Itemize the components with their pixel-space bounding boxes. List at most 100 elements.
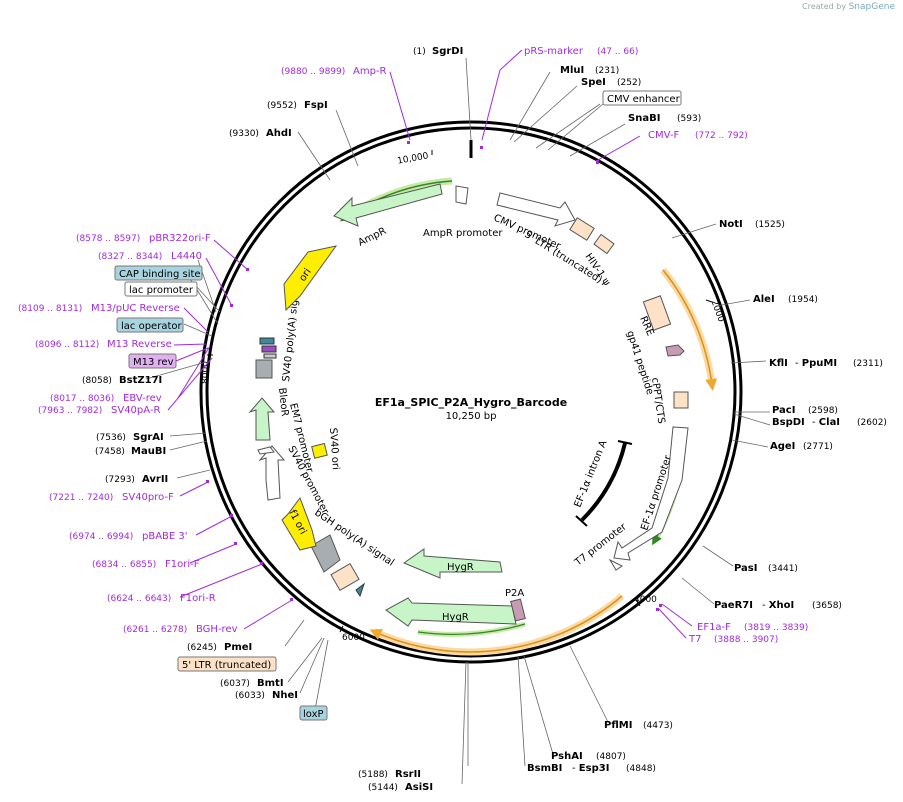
site-name-paci: PacI [772,405,795,416]
primer-pos-t7: (3888 .. 3907) [714,635,778,645]
primer-pos-amp-r: (9880 .. 9899) [281,67,345,77]
site-pos-snabi: (593) [677,114,701,124]
ltr5-box [569,217,595,241]
primer-pos-ef1a-f: (3819 .. 3839) [744,623,808,633]
primer-pos-l4440: (8327 .. 8344) [98,252,162,262]
snapgene-logo: SnapGene [848,2,895,12]
site-name-xhoi: - XhoI [762,600,794,611]
site-name-fspi: FspI [304,100,328,111]
primer-name-pbr322ori-f: pBR322ori-F [149,233,211,244]
primer-pos-m13puc: (8109 .. 8131) [18,304,82,314]
ori-arrow [283,245,338,312]
site-pos-paci: (2598) [808,406,838,416]
primer-pos-prs-marker: (47 .. 66) [597,47,638,57]
boxed-labels: CMV enhancer CAP binding site lac promot… [114,90,682,721]
snapgene-credit: Created by SnapGene [802,2,895,12]
bleor-arrow [248,397,276,441]
site-name-ppumi: - PpuMI [795,358,837,369]
primers: pRS-marker (47 .. 66) (9880 .. 9899) Amp… [18,46,808,645]
box-ltr-trunc: 5' LTR (truncated) [182,660,271,671]
primer-name-ebv-rev: EBV-rev [123,393,162,404]
orf-arc-right [660,267,716,386]
site-name-bsmbi: BsmBI [527,763,562,774]
primer-name-cmv-f: CMV-F [648,130,679,141]
primer-name-l4440: L4440 [171,251,202,262]
sv40-polya-box [255,359,273,379]
site-name-maubi: MauBI [131,446,166,457]
primer-name-t7: T7 [688,634,701,645]
site-name-asisi: AsiSI [405,782,433,793]
primer-name-ef1a-f: EF1a-F [697,622,731,633]
site-name-esp3i: - Esp3I [572,763,609,774]
tick-10000: 10,000 [397,151,430,166]
site-lines [145,57,771,785]
ampr-arrow [333,183,443,227]
backbone-outer [199,120,743,664]
bgh-box [310,534,341,573]
site-name-mlui: MluI [560,65,584,76]
site-pos-avrii: (7293) [105,475,135,485]
site-name-agei: AgeI [770,441,795,452]
primer-pos-bgh-rev: (6261 .. 6278) [123,625,187,635]
hygr2-label: HygR [442,612,469,623]
sv40-promoter-arrow [258,445,286,501]
site-pos-sgrdi: (1) [413,47,426,57]
site-pos-bstz17i: (8058) [82,376,112,386]
primer-name-m13puc: M13/pUC Reverse [91,303,180,314]
site-name-paer7i: PaeR7I [714,600,753,611]
site-name-kfli: KflI [769,358,788,369]
site-pos-bsmbi: (4848) [626,764,656,774]
hiv-psi-box [593,233,615,255]
site-name-alei: AleI [753,294,775,305]
sv40-ori-label: SV40 ori [327,427,341,470]
box-m13-rev: M13 rev [133,357,174,368]
primer-name-f1ori-r: F1ori-R [180,593,216,604]
p2a-label: P2A [505,588,524,599]
site-name-noti: NotI [719,219,743,230]
primer-name-sv40pa-r: SV40pA-R [111,405,160,416]
cmv-promoter-arrow [496,192,576,227]
site-name-pasi: PasI [734,563,757,574]
site-pos-pasi: (3441) [768,564,798,574]
loxp-marker [355,582,365,598]
tick-4000: 4000 [634,595,657,605]
primer-pos-f1ori-r: (6624 .. 6643) [107,594,171,604]
box-loxp: loxP [303,709,324,720]
f1ori-arrow [281,496,317,551]
site-name-bmti: BmtI [257,678,284,689]
box-lac-promoter: lac promoter [129,285,194,296]
em7-arrow [257,446,275,455]
site-pos-sgrai: (7536) [96,433,126,443]
sv40-ori-box [311,442,328,459]
primer-pos-cmv-f: (772 .. 792) [695,131,748,141]
rre-box [642,295,672,331]
primer-marks [206,141,662,611]
cppt-box [673,391,689,409]
site-name-ahdi: AhdI [266,128,292,139]
primer-name-f1ori-f: F1ori-F [165,559,200,570]
site-pos-mlui: (231) [595,66,619,76]
t7-promoter-arrow [608,558,623,571]
site-pos-nhei: (6033) [235,691,265,701]
site-name-sgrdi: SgrDI [432,46,463,57]
plasmid-size: 10,250 bp [446,411,497,422]
primer-name-bgh-rev: BGH-rev [196,624,238,635]
ampr-label: AmpR [356,226,388,249]
backbone-inner [205,126,737,658]
site-name-pflmi: PflMI [604,720,632,731]
ltr-bottom-box [330,563,360,591]
ampr-promoter-arrow [455,185,469,205]
site-pos-rsrii: (5188) [358,770,388,780]
primer-pos-ebv-rev: (8017 .. 8036) [50,394,114,404]
primer-pos-sv40pro-f: (7221 .. 7240) [49,493,113,503]
site-pos-fspi: (9552) [267,101,297,111]
hygr1-arrow [402,548,503,579]
credit-prefix: Created by [802,2,847,11]
hygr1-label: HygR [447,562,474,573]
site-name-snabi: SnaBI [628,113,660,124]
box-cap-site: CAP binding site [119,269,201,280]
site-pos-alei: (1954) [788,295,818,305]
site-pos-agei: (2771) [803,442,833,452]
plasmid-title: EF1a_SPIC_P2A_Hygro_Barcode [375,396,567,409]
ampr-promoter-label: AmpR promoter [423,228,503,239]
